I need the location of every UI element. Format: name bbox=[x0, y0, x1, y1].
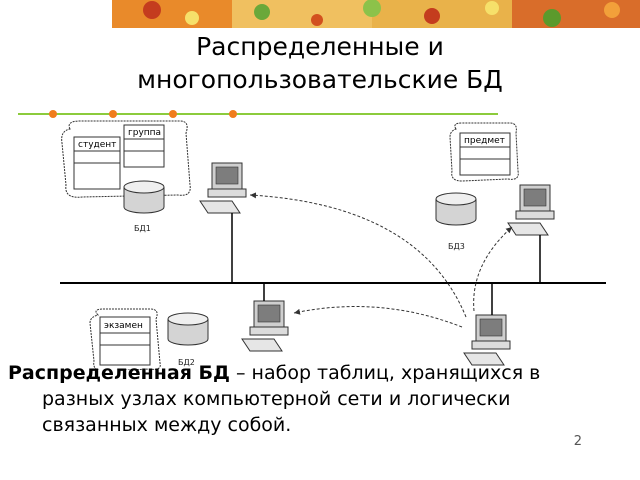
definition-line1: – набор таблиц, хранящихся в bbox=[229, 362, 541, 384]
title-underline-rule bbox=[18, 103, 498, 118]
database-3-icon bbox=[435, 192, 477, 226]
site1-table-cloud: студент группа bbox=[61, 120, 191, 198]
slide-title: Распределенные и многопользовательские Б… bbox=[60, 30, 580, 96]
client-computer-icon bbox=[463, 314, 511, 366]
slide-title-line1: Распределенные и bbox=[196, 32, 444, 61]
header-banner-image bbox=[112, 0, 640, 28]
definition-term: Распределенная БД bbox=[8, 362, 230, 384]
table-subject-label: предмет bbox=[464, 136, 505, 146]
definition-line3: связанных между собой. bbox=[42, 414, 292, 436]
definition-text: Распределенная БД – набор таблиц, хранящ… bbox=[8, 360, 636, 438]
slide-title-line2: многопользовательские БД bbox=[137, 65, 503, 94]
table-group-label: группа bbox=[128, 128, 161, 138]
distributed-db-diagram: студент группа БД1 предмет БД3 экза bbox=[0, 115, 640, 372]
computer-1-icon bbox=[199, 162, 247, 214]
db1-label: БД1 bbox=[134, 224, 151, 233]
db3-label: БД3 bbox=[448, 242, 465, 251]
database-1-icon bbox=[123, 180, 165, 214]
table-student-label: студент bbox=[78, 140, 116, 150]
database-2-icon bbox=[167, 312, 209, 346]
definition-line2: разных узлах компьютерной сети и логичес… bbox=[42, 388, 511, 410]
computer-2-icon bbox=[241, 300, 289, 352]
table-exam-label: экзамен bbox=[104, 321, 143, 331]
page-number: 2 bbox=[573, 434, 582, 449]
db2-label: БД2 bbox=[178, 358, 195, 367]
computer-3-icon bbox=[507, 184, 555, 236]
site2-table-cloud: экзамен bbox=[89, 308, 161, 372]
site3-table-cloud: предмет bbox=[449, 122, 519, 182]
